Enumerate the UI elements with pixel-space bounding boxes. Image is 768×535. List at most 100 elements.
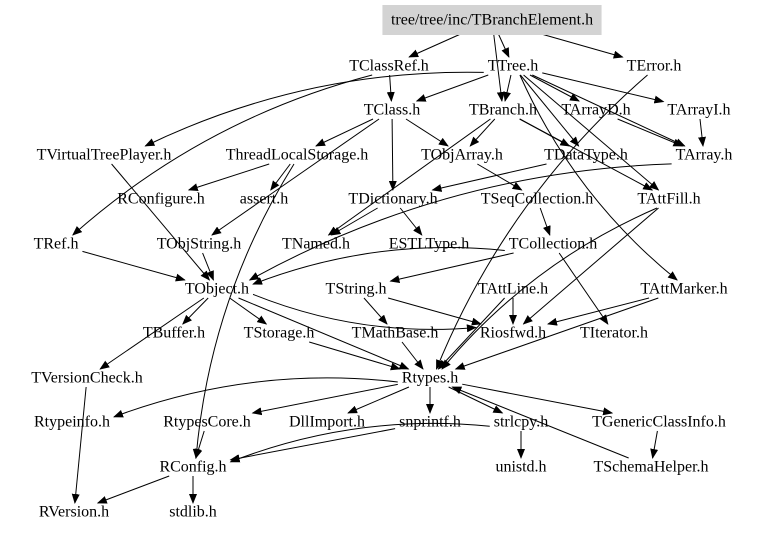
graph-node-label: TRef.h bbox=[34, 236, 79, 253]
graph-node-TVersionCheck: TVersionCheck.h bbox=[31, 370, 143, 387]
graph-node-label: TString.h bbox=[326, 281, 387, 298]
graph-node-TNamed: TNamed.h bbox=[282, 236, 350, 253]
graph-node-label: TBuffer.h bbox=[143, 325, 205, 342]
graph-node-label: TSeqCollection.h bbox=[481, 191, 593, 208]
graph-node-label: TBranch.h bbox=[469, 102, 537, 119]
graph-node-TAttFill: TAttFill.h bbox=[637, 191, 700, 208]
graph-node-Rtypeinfo: Rtypeinfo.h bbox=[34, 414, 110, 431]
edge-TObject-to-TVersionCheck bbox=[99, 297, 205, 370]
edge-root-to-TError bbox=[542, 34, 624, 59]
edge-TRef-to-TObject bbox=[82, 250, 186, 282]
edge-TAttLine-to-Rtypes bbox=[437, 297, 505, 370]
graph-node-label: TVersionCheck.h bbox=[31, 370, 143, 387]
graph-node-TClassRef: TClassRef.h bbox=[349, 58, 429, 75]
edge-root-to-TClassRef bbox=[408, 34, 460, 58]
edge-Rtypes-to-RtypesCore bbox=[251, 383, 398, 416]
graph-node-label: RVersion.h bbox=[39, 504, 109, 521]
graph-node-label: TCollection.h bbox=[509, 236, 597, 253]
graph-node-RConfigure: RConfigure.h bbox=[117, 191, 205, 208]
edge-Rtypes-to-strlcpy bbox=[448, 386, 504, 414]
edge-TTree-to-TVirtualTreePlayer bbox=[144, 71, 484, 147]
edge-TTree-to-TArrayD bbox=[529, 74, 580, 102]
edge-TArray-to-TObject bbox=[248, 163, 672, 281]
graph-node-label: TGenericClassInfo.h bbox=[592, 414, 726, 431]
graph-node-label: TArrayD.h bbox=[561, 102, 630, 119]
graph-node-label: tree/tree/inc/TBranchElement.h bbox=[391, 12, 593, 29]
graph-node-label: TVirtualTreePlayer.h bbox=[37, 147, 172, 164]
graph-node-TCollection: TCollection.h bbox=[509, 236, 597, 253]
graph-node-label: TClass.h bbox=[364, 102, 420, 119]
graph-node-label: TArrayI.h bbox=[667, 102, 730, 119]
edge-TClass-to-TObjArray bbox=[405, 118, 449, 147]
edge-TSchemaHelper-to-Rtypes bbox=[451, 386, 629, 459]
root-node-box bbox=[382, 5, 602, 35]
graph-node-label: TAttMarker.h bbox=[640, 281, 727, 298]
edge-ThreadLocalStorage-to-assert bbox=[270, 163, 291, 191]
graph-node-label: TIterator.h bbox=[580, 325, 648, 342]
edge-TTree-to-TAttMarker bbox=[519, 74, 678, 281]
graph-node-TObjArray: TObjArray.h bbox=[421, 147, 503, 164]
edge-TString-to-Riosfwd bbox=[387, 297, 482, 326]
graph-node-label: RConfig.h bbox=[159, 459, 226, 476]
graph-node-TBranch: TBranch.h bbox=[469, 102, 537, 119]
graph-node-TAttMarker: TAttMarker.h bbox=[640, 281, 727, 298]
graph-node-TString: TString.h bbox=[326, 281, 387, 298]
graph-node-TVirtualTreePlayer: TVirtualTreePlayer.h bbox=[37, 147, 172, 164]
graph-node-TRef: TRef.h bbox=[34, 236, 79, 253]
graph-node-label: unistd.h bbox=[495, 459, 546, 476]
graph-node-label: DllImport.h bbox=[289, 414, 365, 431]
graph-node-TObjString: TObjString.h bbox=[157, 236, 242, 253]
edge-TTree-to-TClass bbox=[415, 74, 489, 102]
edge-RtypesCore-to-RConfig bbox=[194, 430, 205, 459]
edge-TClass-to-TDictionary bbox=[388, 118, 397, 191]
edge-TBranch-to-TAttFill bbox=[519, 118, 654, 191]
graph-node-ThreadLocalStorage: ThreadLocalStorage.h bbox=[226, 147, 369, 164]
graph-node-stdlib: stdlib.h bbox=[169, 504, 217, 521]
graph-node-label: TAttFill.h bbox=[637, 191, 700, 208]
graph-node-ESTLType: ESTLType.h bbox=[389, 236, 470, 253]
graph-node-TSchemaHelper: TSchemaHelper.h bbox=[593, 459, 708, 476]
graph-node-TAttLine: TAttLine.h bbox=[478, 281, 548, 298]
edge-TVersionCheck-to-RVersion bbox=[71, 386, 87, 504]
edge-TAttMarker-to-Rtypes bbox=[454, 297, 659, 370]
graph-node-label: ESTLType.h bbox=[389, 236, 470, 253]
graph-node-label: TNamed.h bbox=[282, 236, 350, 253]
graph-node-TClass: TClass.h bbox=[364, 102, 420, 119]
graph-node-label: stdlib.h bbox=[169, 504, 217, 521]
edge-TClass-to-ThreadLocalStorage bbox=[315, 118, 374, 147]
graph-node-label: TMathBase.h bbox=[352, 325, 439, 342]
edge-ThreadLocalStorage-to-RConfigure bbox=[187, 163, 270, 192]
edge-TArrayI-to-TArray bbox=[698, 118, 706, 147]
edge-TDataType-to-TDictionary bbox=[431, 163, 547, 192]
edge-TObject-to-TBuffer bbox=[182, 297, 209, 325]
edge-TArrayD-to-TArray bbox=[617, 118, 684, 147]
graph-node-RConfig: RConfig.h bbox=[159, 459, 226, 476]
graph-node-TDictionary: TDictionary.h bbox=[348, 191, 437, 208]
graph-node-label: snprintf.h bbox=[399, 414, 461, 431]
edge-TSeqCollection-to-TCollection bbox=[539, 207, 551, 236]
edge-Rtypes-to-DllImport bbox=[347, 386, 410, 414]
graph-node-label: TArray.h bbox=[676, 147, 733, 164]
edge-root-to-TTree bbox=[498, 34, 510, 58]
edge-snprintf-to-RConfig bbox=[229, 428, 396, 463]
graph-node-RtypesCore: RtypesCore.h bbox=[163, 414, 251, 431]
edge-TBranch-to-TObjArray bbox=[469, 118, 496, 147]
graph-node-DllImport: DllImport.h bbox=[289, 414, 365, 431]
edge-TObject-to-Riosfwd bbox=[252, 293, 477, 333]
graph-node-strlcpy: strlcpy.h bbox=[494, 414, 549, 431]
graph-node-label: Rtypes.h bbox=[402, 370, 458, 387]
graph-node-label: TAttLine.h bbox=[478, 281, 548, 298]
graph-node-label: assert.h bbox=[240, 191, 288, 208]
edge-strlcpy-to-RConfig bbox=[229, 422, 490, 463]
graph-node-TTree: TTree.h bbox=[488, 58, 539, 75]
edge-TGenericClassInfo-to-TSchemaHelper bbox=[650, 430, 659, 459]
graph-node-TSeqCollection: TSeqCollection.h bbox=[481, 191, 593, 208]
edge-TStorage-to-Rtypes bbox=[309, 341, 401, 371]
graph-node-unistd: unistd.h bbox=[495, 459, 546, 476]
edge-TDictionary-to-ESTLType bbox=[399, 207, 423, 236]
graph-node-label: ThreadLocalStorage.h bbox=[226, 147, 369, 164]
graph-node-assert: assert.h bbox=[240, 191, 288, 208]
graph-node-label: TObject.h bbox=[185, 281, 249, 298]
graph-node-label: TClassRef.h bbox=[349, 58, 429, 75]
